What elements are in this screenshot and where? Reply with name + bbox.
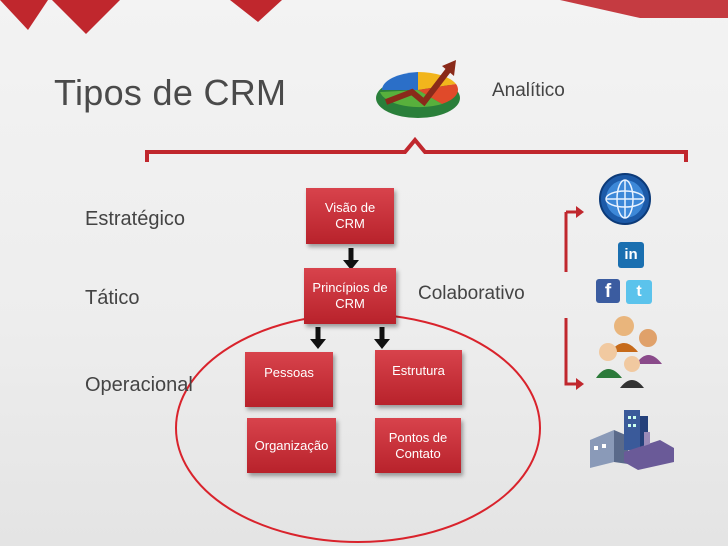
people-group-icon <box>596 316 662 388</box>
level-strategic: Estratégico <box>85 208 186 230</box>
box-organization: Organização <box>247 418 336 473</box>
box-vision: Visão de CRM <box>306 188 394 244</box>
level-tactical: Tático <box>85 287 140 309</box>
box-principles: Princípios de CRM <box>304 268 396 324</box>
buildings-icon <box>590 410 674 470</box>
linkedin-icon: in <box>618 242 644 268</box>
twitter-icon: t <box>626 280 652 304</box>
page-title: Tipos de CRM <box>54 72 287 113</box>
analytic-label: Analítico <box>492 80 565 101</box>
pie-chart-growth-icon <box>376 60 460 118</box>
facebook-icon: f <box>596 279 620 303</box>
header-decoration <box>0 0 728 34</box>
collab-label: Colaborativo <box>418 283 525 304</box>
level-operational: Operacional <box>85 374 193 396</box>
box-structure: Estrutura <box>375 350 462 405</box>
globe-icon <box>599 173 651 225</box>
box-contact-points: Pontos de Contato <box>375 418 461 473</box>
box-people: Pessoas <box>245 352 333 407</box>
